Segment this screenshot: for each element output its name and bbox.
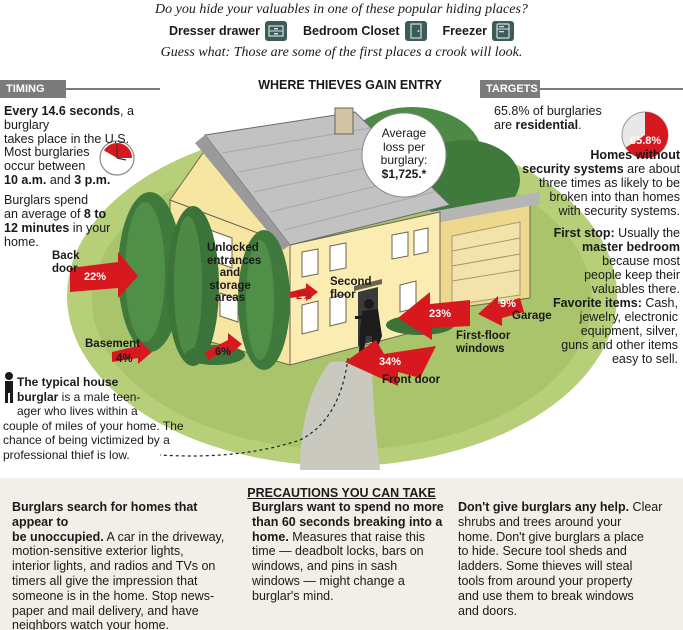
targets-tag: TARGETS [480,80,540,98]
freezer-label: Freezer [442,24,488,38]
back-door-pct: 22% [84,271,107,283]
precautions-panel [0,478,683,630]
clock-icon [99,140,135,176]
precaution-unoccupied: Burglars search for homes that appear to… [12,500,225,630]
burglar-connector [159,357,349,457]
basement-arrow [112,340,152,364]
average-loss-bubble [361,112,447,198]
precaution-no-help: Don't give burglars any help. Clear shru… [458,500,663,618]
place-dresser: Dresser drawer [169,21,287,41]
burglar-silhouette-icon [5,372,13,403]
hiding-places-question: Do you hide your valuables in one of the… [155,2,528,17]
timing-hours: Most burglaries occur between 10 a.m. an… [4,145,111,187]
second-floor-label: Second floor [330,276,372,301]
targets-rule [540,88,683,90]
timing-rule [66,88,160,90]
front-door-arrow [345,340,436,386]
first-floor-windows-arrow [398,292,470,340]
timing-tag: TIMING [0,80,66,98]
pie-label: 65.8% [630,135,662,147]
garage-label: Garage [512,310,552,322]
dresser-icon [265,21,287,41]
unlocked-arrow [205,333,242,360]
entry-arrows [70,252,524,386]
closet-label: Bedroom Closet [303,24,400,38]
freezer-icon [492,21,515,41]
precautions-title: PRECAUTIONS YOU CAN TAKE [247,486,436,500]
house-illustration [5,107,669,470]
place-closet: Bedroom Closet [303,21,427,41]
garage-pct: 9% [500,298,516,310]
second-floor-arrow [290,283,318,301]
closet-icon [404,21,427,41]
basement-pct: 4% [116,353,133,365]
targets-favorite-items: Favorite items: Cash, jewelry, electroni… [552,296,678,366]
timing-frequency: Every 14.6 seconds, a burglary takes pla… [4,104,134,146]
dresser-label: Dresser drawer [168,24,260,38]
main-title: WHERE THIEVES GAIN ENTRY [258,78,442,92]
precaution-time: Burglars want to spend no more than 60 s… [252,500,444,603]
back-door-label: Back door [52,250,80,275]
front-door-pct: 34% [379,356,402,368]
clock-time-wedge [104,143,132,158]
front-windows [301,227,429,335]
timing-duration: Burglars spend an average of 8 to 12 min… [4,193,111,249]
first-floor-windows-label: First-floor windows [456,330,511,355]
residential-pie [621,111,669,159]
targets-residential: 65.8% of burglaries are residential. [494,104,602,132]
average-loss-text: Average loss per burglary: $1,725.* [380,126,428,181]
unlocked-pct: 6% [215,346,231,358]
second-floor-pct: 2% [296,290,312,302]
hiding-places-row: Dresser drawer Bedroom Closet Freezer [0,20,683,42]
front-door-label: Front door [382,374,441,386]
garage-arrow [478,296,524,326]
targets-security: Homes without security systems are about… [522,148,680,218]
first-floor-windows-pct: 23% [429,308,452,320]
back-door-arrow [70,252,138,298]
residential-pie-slice [625,112,669,158]
basement-label: Basement [85,338,140,350]
place-freezer: Freezer [442,21,515,41]
typical-burglar-text: The typical house burglar is a male teen… [3,375,184,462]
targets-first-stop: First stop: Usually the master bedroom b… [553,226,680,296]
guess-line: Guess what: Those are some of the first … [160,45,523,60]
unlocked-label: Unlocked entrances and storage areas [207,242,262,304]
